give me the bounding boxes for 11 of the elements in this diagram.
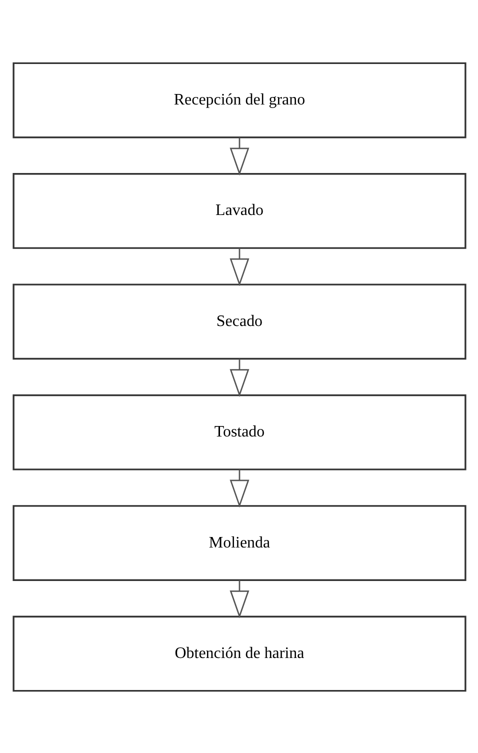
- arrow: [229, 358, 249, 396]
- node-box: Lavado: [12, 172, 466, 248]
- node-box: Secado: [12, 283, 466, 360]
- arrow: [229, 248, 249, 286]
- arrow: [229, 137, 249, 176]
- node-box: Obtención de harina: [12, 615, 466, 692]
- node-box: Recepción del grano: [12, 62, 466, 138]
- arrow: [229, 580, 249, 618]
- node-box: Molienda: [12, 504, 466, 580]
- node-box: Tostado: [12, 394, 466, 470]
- arrow: [229, 469, 249, 508]
